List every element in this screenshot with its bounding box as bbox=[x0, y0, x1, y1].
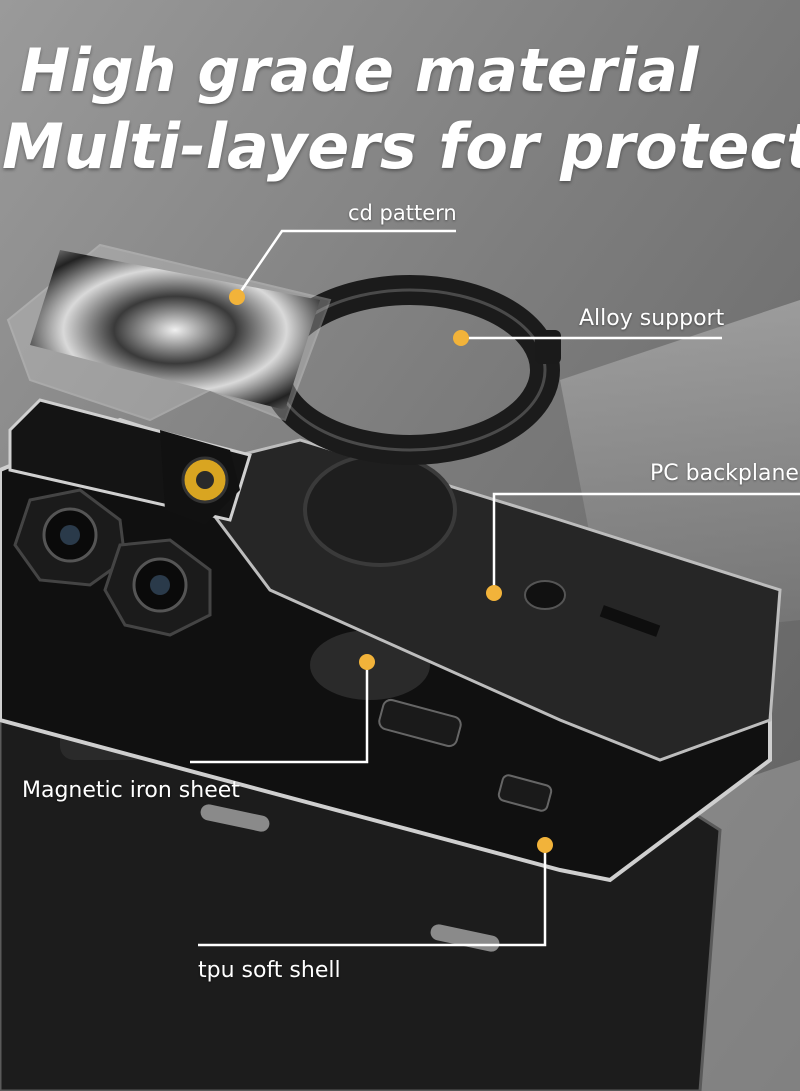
pc-backplane-layer bbox=[177, 438, 782, 762]
callout-line-magnetic bbox=[190, 662, 369, 764]
camera-frame-layer bbox=[8, 398, 252, 525]
headline-line-2: Multi-layers for protection bbox=[2, 110, 800, 183]
callout-label-pc-backplane: PC backplane bbox=[650, 461, 799, 486]
callout-lines bbox=[190, 229, 800, 947]
callout-label-tpu-soft-shell: tpu soft shell bbox=[198, 958, 341, 983]
callout-line-pc bbox=[492, 492, 800, 593]
callout-dot-pc bbox=[486, 585, 502, 601]
callout-dot-magnetic bbox=[359, 654, 375, 670]
callout-line-cd bbox=[235, 229, 456, 298]
callout-line-tpu bbox=[198, 845, 547, 947]
callout-dots bbox=[229, 289, 553, 853]
callout-label-cd-pattern: cd pattern bbox=[348, 201, 457, 225]
cd-pattern-plate bbox=[6, 243, 332, 422]
callout-dot-alloy bbox=[453, 330, 469, 346]
callout-dot-cd bbox=[229, 289, 245, 305]
headline-line-1: High grade material bbox=[20, 36, 699, 106]
callout-dot-tpu bbox=[537, 837, 553, 853]
camera-lens-2 bbox=[103, 538, 212, 637]
callout-label-alloy-support: Alloy support bbox=[579, 306, 725, 331]
callout-label-magnetic-iron-sheet: Magnetic iron sheet bbox=[22, 778, 240, 803]
camera-lens-1 bbox=[13, 488, 127, 587]
